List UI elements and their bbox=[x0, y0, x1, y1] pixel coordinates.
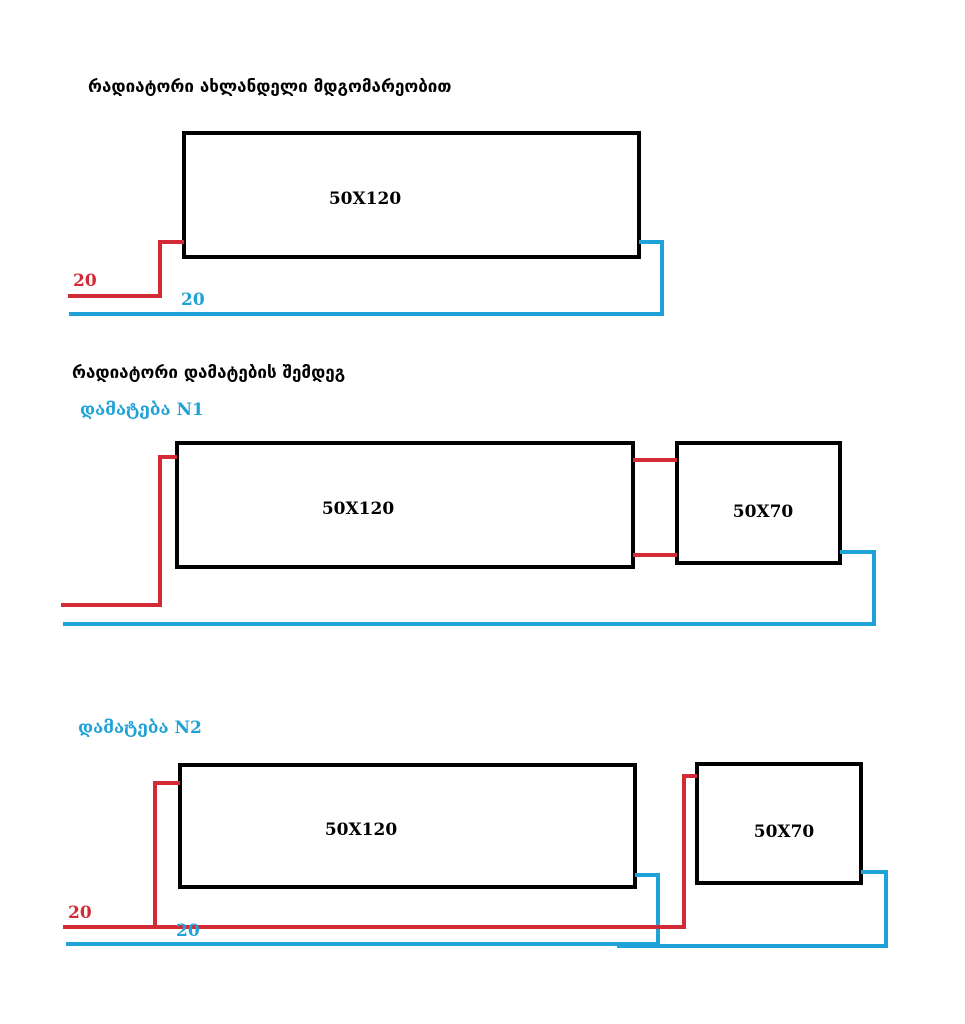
option2-hot-pipe bbox=[63, 774, 697, 929]
after-addition-heading: რადიატორი დამატების შემდეგ bbox=[72, 363, 345, 383]
current-hot-pipe bbox=[68, 240, 184, 298]
option1-extra-label: 50X70 bbox=[733, 502, 794, 522]
option1-hot-pipe bbox=[61, 455, 177, 607]
option1-extra-radiator bbox=[675, 441, 842, 565]
current-cold-pipe bbox=[69, 240, 664, 316]
current-state-heading: რადიატორი ახლანდელი მდგომარეობით bbox=[88, 77, 451, 97]
option2-main-radiator bbox=[178, 763, 637, 889]
option1-title: დამატება N1 bbox=[80, 400, 204, 420]
current-hot-temp: 20 bbox=[73, 271, 97, 291]
radiator-current-label: 50X120 bbox=[329, 189, 402, 209]
option1-main-radiator bbox=[175, 441, 635, 569]
option2-title: დამატება N2 bbox=[78, 718, 202, 738]
option1-main-label: 50X120 bbox=[322, 499, 395, 519]
option2-main-cold-pipe bbox=[66, 873, 660, 946]
option2-extra-cold-pipe bbox=[617, 870, 888, 948]
option2-cold-temp: 20 bbox=[176, 921, 200, 941]
option2-extra-radiator bbox=[695, 762, 863, 885]
radiator-current bbox=[182, 131, 641, 259]
option2-hot-temp: 20 bbox=[68, 903, 92, 923]
option2-main-label: 50X120 bbox=[325, 820, 398, 840]
option1-cold-pipe bbox=[63, 550, 876, 626]
option2-extra-label: 50X70 bbox=[754, 822, 815, 842]
current-cold-temp: 20 bbox=[181, 290, 205, 310]
option2-main-hot-branch bbox=[153, 781, 180, 927]
